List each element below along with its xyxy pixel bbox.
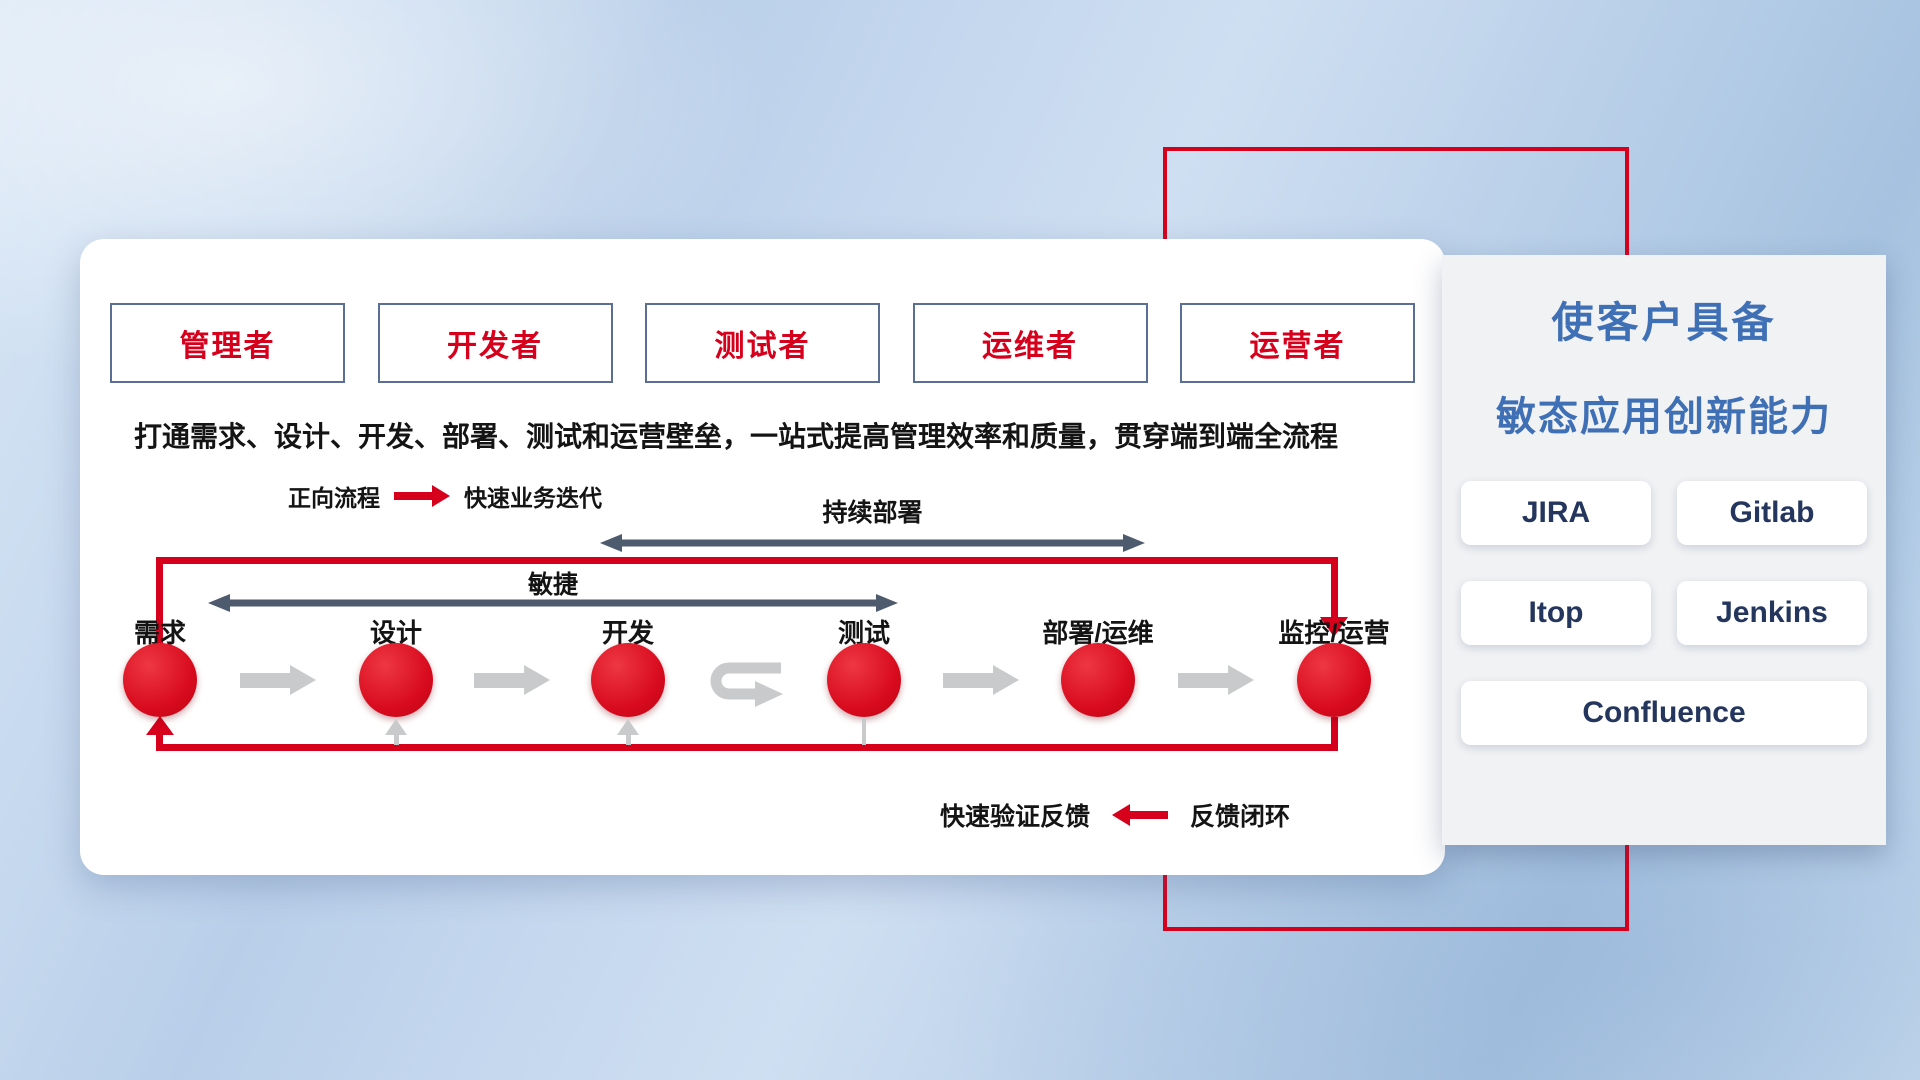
role-box-developer: 开发者 <box>377 303 613 383</box>
legend-forward-flow: 正向流程 快速业务迭代 <box>288 479 602 513</box>
role-label: 测试者 <box>714 330 811 363</box>
loop-left-line <box>156 557 163 647</box>
legend-forward-value: 快速业务迭代 <box>464 485 602 511</box>
legend-feedback: 快速验证反馈 反馈闭环 <box>940 797 1290 833</box>
capability-title-line2: 敏态应用创新能力 <box>1496 395 1832 439</box>
step-node-monitor <box>1297 643 1371 717</box>
loop-top-line <box>156 557 1338 564</box>
flow-arrow-icon <box>240 665 316 695</box>
feedback-label: 快速验证反馈 <box>940 803 1091 831</box>
step-node-deploy-ops <box>1061 643 1135 717</box>
tool-chip-confluence: Confluence <box>1461 681 1867 745</box>
loop-left-down-line <box>156 733 163 744</box>
role-label: 运营者 <box>1249 330 1346 363</box>
iteration-loop-icon <box>710 662 783 707</box>
capability-panel: 使客户具备 敏态应用创新能力 JIRA Gitlab Itop Jenkins … <box>1442 255 1886 845</box>
loop-right-line <box>1331 557 1338 619</box>
step-node-develop <box>591 643 665 717</box>
flow-arrow-icon <box>474 665 550 695</box>
step-node-test <box>827 643 901 717</box>
capability-title-line1: 使客户具备 <box>1551 299 1777 346</box>
feedback-arrow-icon <box>1112 804 1169 826</box>
agile-label: 敏捷 <box>208 565 898 601</box>
legend-forward-label: 正向流程 <box>288 485 380 511</box>
agile-arrow-icon <box>208 594 898 612</box>
loop-bottom-line <box>156 744 1338 751</box>
flow-arrow-icon <box>1178 665 1254 695</box>
loop-arrow-up-icon <box>146 716 174 735</box>
loop-right-down-line <box>1331 717 1338 744</box>
roles-row: 管理者 开发者 测试者 运维者 运营者 <box>110 303 1415 383</box>
capability-title: 使客户具备 敏态应用创新能力 <box>1442 255 1886 442</box>
tools-grid: JIRA Gitlab Itop Jenkins Confluence <box>1461 481 1867 745</box>
forward-arrow-icon <box>394 485 450 507</box>
role-box-manager: 管理者 <box>110 303 345 383</box>
role-label: 管理者 <box>179 330 276 363</box>
flow-arrow-icon <box>943 665 1019 695</box>
step-node-requirements <box>123 643 197 717</box>
tool-chip-jenkins: Jenkins <box>1677 581 1867 645</box>
devops-process-panel: 管理者 开发者 测试者 运维者 运营者 打通需求、设计、开发、部署、测试和运营壁… <box>80 239 1445 875</box>
role-label: 运维者 <box>982 330 1078 363</box>
continuous-deploy-arrow-icon <box>600 534 1145 552</box>
role-label: 开发者 <box>447 330 543 363</box>
feedback-value: 反馈闭环 <box>1190 803 1291 831</box>
step-node-design <box>359 643 433 717</box>
feedback-up-arrow-icon <box>385 719 407 745</box>
role-box-operator: 运营者 <box>1180 303 1415 383</box>
tool-chip-itop: Itop <box>1461 581 1651 645</box>
feedback-drop-line <box>862 717 866 745</box>
tool-chip-jira: JIRA <box>1461 481 1651 545</box>
tool-chip-gitlab: Gitlab <box>1677 481 1867 545</box>
feedback-up-arrow-icon <box>617 719 639 745</box>
role-box-tester: 测试者 <box>645 303 880 383</box>
role-box-ops: 运维者 <box>912 303 1148 383</box>
continuous-deploy-label: 持续部署 <box>822 499 923 527</box>
loop-arrow-down-icon <box>1320 617 1348 637</box>
process-description: 打通需求、设计、开发、部署、测试和运营壁垒，一站式提高管理效率和质量，贯穿端到端… <box>134 421 1339 452</box>
